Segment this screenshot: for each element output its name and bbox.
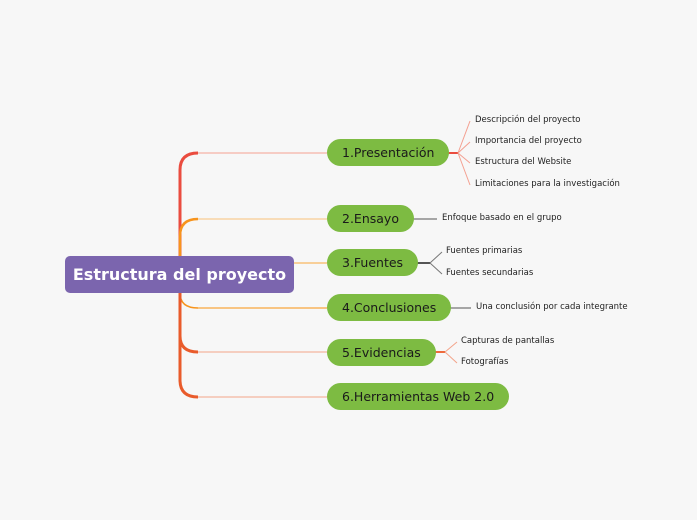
topic-conclusiones[interactable]: 4.Conclusiones — [327, 294, 452, 321]
subtopic[interactable]: Una conclusión por cada integrante — [476, 302, 628, 312]
subtopic[interactable]: Capturas de pantallas — [461, 336, 555, 346]
topic-ensayo[interactable]: 2.Ensayo — [327, 205, 414, 232]
subtopic[interactable]: Fuentes secundarias — [446, 268, 534, 278]
topic-fuentes[interactable]: 3.Fuentes — [327, 249, 419, 276]
subtopic[interactable]: Fotografías — [461, 357, 509, 367]
topic-presentacion[interactable]: 1.Presentación — [327, 139, 450, 166]
subtopic[interactable]: Fuentes primarias — [446, 246, 523, 256]
topic-evidencias[interactable]: 5.Evidencias — [327, 339, 436, 366]
subtopic[interactable]: Limitaciones para la investigación — [475, 179, 620, 189]
topic-herramientas[interactable]: 6.Herramientas Web 2.0 — [327, 383, 510, 410]
central-topic[interactable]: Estructura del proyecto — [65, 256, 294, 293]
subtopic[interactable]: Enfoque basado en el grupo — [442, 213, 562, 223]
subtopic[interactable]: Estructura del Website — [475, 157, 572, 167]
subtopic[interactable]: Importancia del proyecto — [475, 136, 582, 146]
subtopic[interactable]: Descripción del proyecto — [475, 115, 581, 125]
